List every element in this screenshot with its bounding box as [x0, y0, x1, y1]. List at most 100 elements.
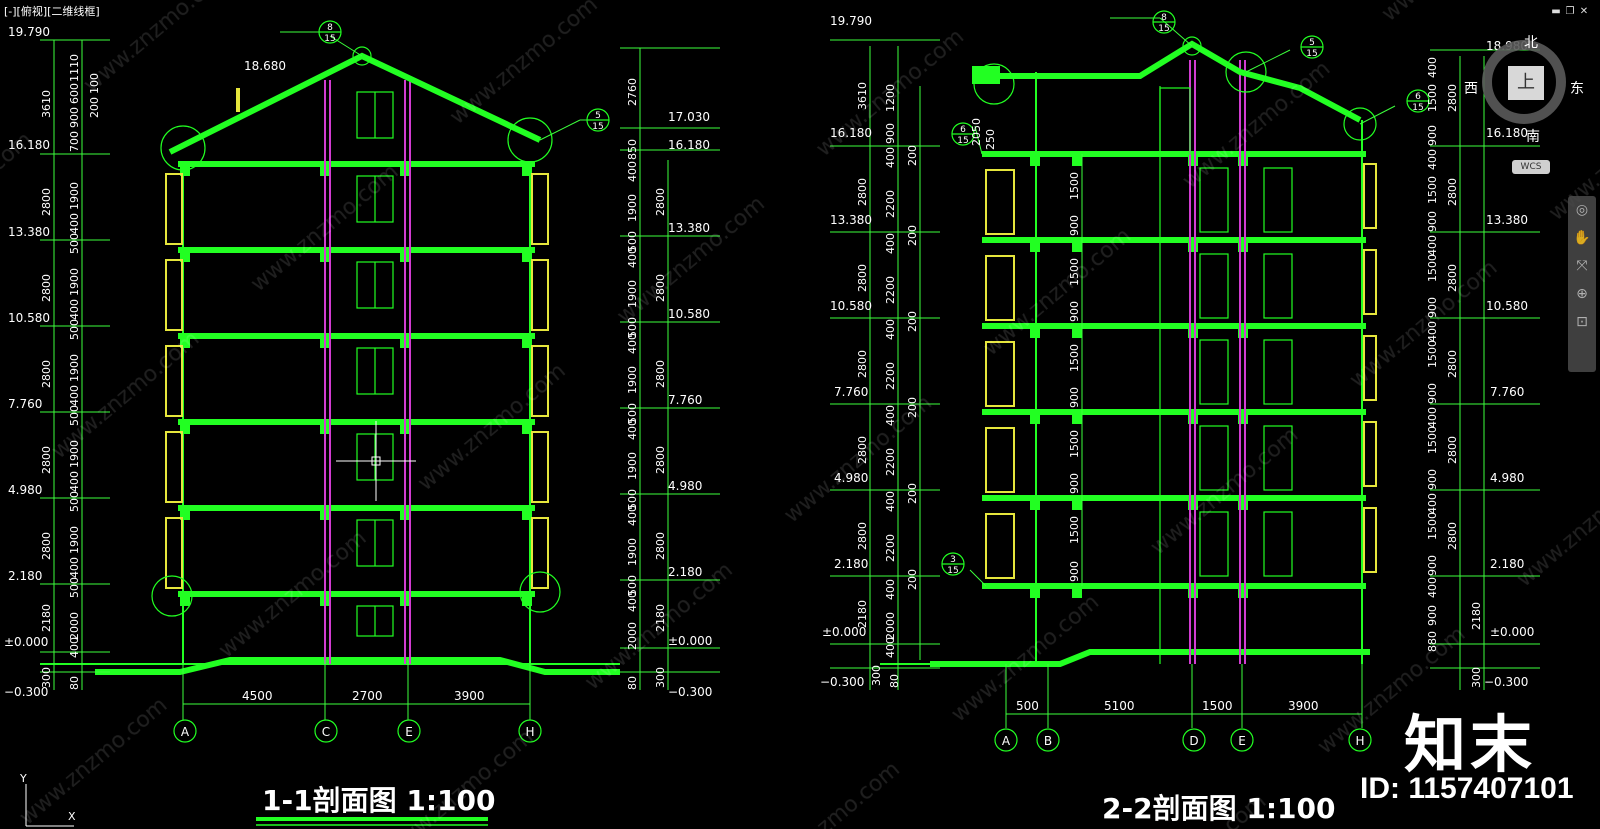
showmotion-icon[interactable]: ⊡ — [1576, 314, 1588, 330]
svg-text:15: 15 — [324, 34, 335, 44]
elev-label: 7.760 — [1490, 385, 1524, 399]
svg-text:850: 850 — [626, 139, 639, 160]
pan-icon[interactable]: ✋ — [1573, 230, 1591, 246]
elev-label: 7.760 — [668, 393, 702, 407]
svg-text:2760: 2760 — [626, 78, 639, 106]
svg-text:C: C — [322, 725, 330, 739]
svg-text:B: B — [1044, 734, 1052, 748]
elev-label: 19.790 — [830, 14, 872, 28]
svg-text:1500: 1500 — [1426, 512, 1439, 540]
svg-text:2800: 2800 — [40, 274, 53, 302]
svg-text:2800: 2800 — [856, 436, 869, 464]
elev-label: 7.760 — [834, 385, 868, 399]
svg-text:900: 900 — [1068, 561, 1081, 582]
svg-text:6: 6 — [960, 125, 966, 135]
svg-text:1110: 1110 — [68, 54, 81, 82]
svg-text:1900: 1900 — [626, 366, 639, 394]
svg-text:2800: 2800 — [40, 446, 53, 474]
zoom-extents-icon[interactable]: ⤧ — [1576, 258, 1588, 274]
elev-label: 16.180 — [830, 126, 872, 140]
svg-text:2800: 2800 — [654, 188, 667, 216]
svg-text:3610: 3610 — [856, 82, 869, 110]
orbit-icon[interactable]: ⊕ — [1576, 286, 1588, 302]
viewcube[interactable]: 上 北 南 东 西 — [1464, 35, 1584, 145]
svg-text:300: 300 — [40, 667, 53, 688]
svg-text:4500: 4500 — [242, 689, 273, 703]
close-icon[interactable]: ✕ — [1579, 6, 1589, 17]
viewcube-top-face[interactable]: 上 — [1508, 66, 1544, 100]
svg-text:2800: 2800 — [1446, 522, 1459, 550]
svg-text:2800: 2800 — [654, 274, 667, 302]
svg-text:2800: 2800 — [40, 360, 53, 388]
svg-text:E: E — [1238, 734, 1246, 748]
elev-label: ±0.000 — [668, 634, 712, 648]
svg-text:15: 15 — [1158, 24, 1169, 34]
svg-text:2800: 2800 — [856, 264, 869, 292]
dims-left-outer-1: 3610 2800 2800 2800 2800 2800 2180 300 — [40, 90, 53, 688]
elev-label: 13.380 — [8, 225, 50, 239]
svg-text:900: 900 — [1426, 605, 1439, 626]
svg-text:900: 900 — [1426, 469, 1439, 490]
dims-left-small-2: 200 200 200 200 200 200 — [906, 145, 919, 590]
svg-text:200: 200 — [906, 145, 919, 166]
svg-text:2700: 2700 — [352, 689, 383, 703]
callout-labels-2: 8 15 5 15 6 15 6 15 3 15 — [947, 13, 1423, 576]
svg-text:6: 6 — [1415, 92, 1421, 102]
svg-text:2800: 2800 — [1446, 264, 1459, 292]
elev-label: 13.380 — [1486, 213, 1528, 227]
svg-text:400: 400 — [1426, 235, 1439, 256]
svg-text:80: 80 — [68, 676, 81, 690]
svg-text:2800: 2800 — [856, 350, 869, 378]
svg-text:2180: 2180 — [40, 604, 53, 632]
steering-wheel-icon[interactable]: ◎ — [1575, 202, 1589, 218]
svg-text:200: 200 — [88, 97, 101, 118]
dims-right-outer-2: 2800 2800 2800 2800 2800 2800 2180 300 — [1446, 84, 1483, 688]
svg-text:200: 200 — [906, 569, 919, 590]
svg-text:400: 400 — [68, 385, 81, 406]
svg-text:2800: 2800 — [856, 522, 869, 550]
svg-text:2800: 2800 — [1446, 178, 1459, 206]
svg-text:1500: 1500 — [1068, 430, 1081, 458]
svg-text:2800: 2800 — [1446, 350, 1459, 378]
svg-text:400: 400 — [1426, 57, 1439, 78]
svg-text:900: 900 — [1068, 439, 1081, 460]
svg-text:5100: 5100 — [1104, 699, 1135, 713]
svg-text:400: 400 — [1426, 321, 1439, 342]
svg-text:900: 900 — [1426, 211, 1439, 232]
elev-label: −0.300 — [4, 685, 48, 699]
svg-text:2180: 2180 — [654, 604, 667, 632]
svg-text:300: 300 — [654, 667, 667, 688]
elev-label: −0.300 — [668, 685, 712, 699]
compass-north[interactable]: 北 — [1524, 35, 1538, 51]
svg-text:900: 900 — [1426, 125, 1439, 146]
svg-text:400: 400 — [68, 471, 81, 492]
elev-label: ±0.000 — [4, 635, 48, 649]
wcs-menu-button[interactable]: WCS — [1512, 160, 1550, 174]
compass-east[interactable]: 东 — [1570, 81, 1584, 97]
minimize-icon[interactable]: ▬ — [1551, 6, 1561, 17]
svg-text:500: 500 — [626, 231, 639, 252]
svg-text:900: 900 — [1068, 301, 1081, 322]
svg-text:400: 400 — [1426, 577, 1439, 598]
svg-text:900: 900 — [1068, 387, 1081, 408]
section-1-title: 1-1剖面图 1:100 — [262, 784, 495, 817]
compass-ring[interactable] — [1482, 40, 1566, 124]
svg-text:1900: 1900 — [68, 354, 81, 382]
svg-text:2800: 2800 — [856, 178, 869, 206]
svg-text:2180: 2180 — [1470, 602, 1483, 630]
viewport-label[interactable]: [-][俯视][二维线框] — [4, 5, 100, 18]
svg-text:80: 80 — [888, 674, 901, 688]
elevations-right-1: 17.030 16.180 13.380 10.580 7.760 4.980 … — [668, 110, 712, 699]
dims-bottom-2: 500 5100 1500 3900 — [1016, 699, 1319, 713]
svg-text:2800: 2800 — [1446, 84, 1459, 112]
compass-west[interactable]: 西 — [1464, 81, 1478, 97]
svg-text:1500: 1500 — [1068, 516, 1081, 544]
axis-labels-2: A B D E H — [1002, 734, 1365, 748]
svg-text:400: 400 — [884, 147, 897, 168]
svg-text:880: 880 — [1426, 631, 1439, 652]
svg-text:400: 400 — [626, 505, 639, 526]
compass-south[interactable]: 南 — [1526, 129, 1540, 145]
restore-icon[interactable]: ❐ — [1565, 6, 1575, 17]
